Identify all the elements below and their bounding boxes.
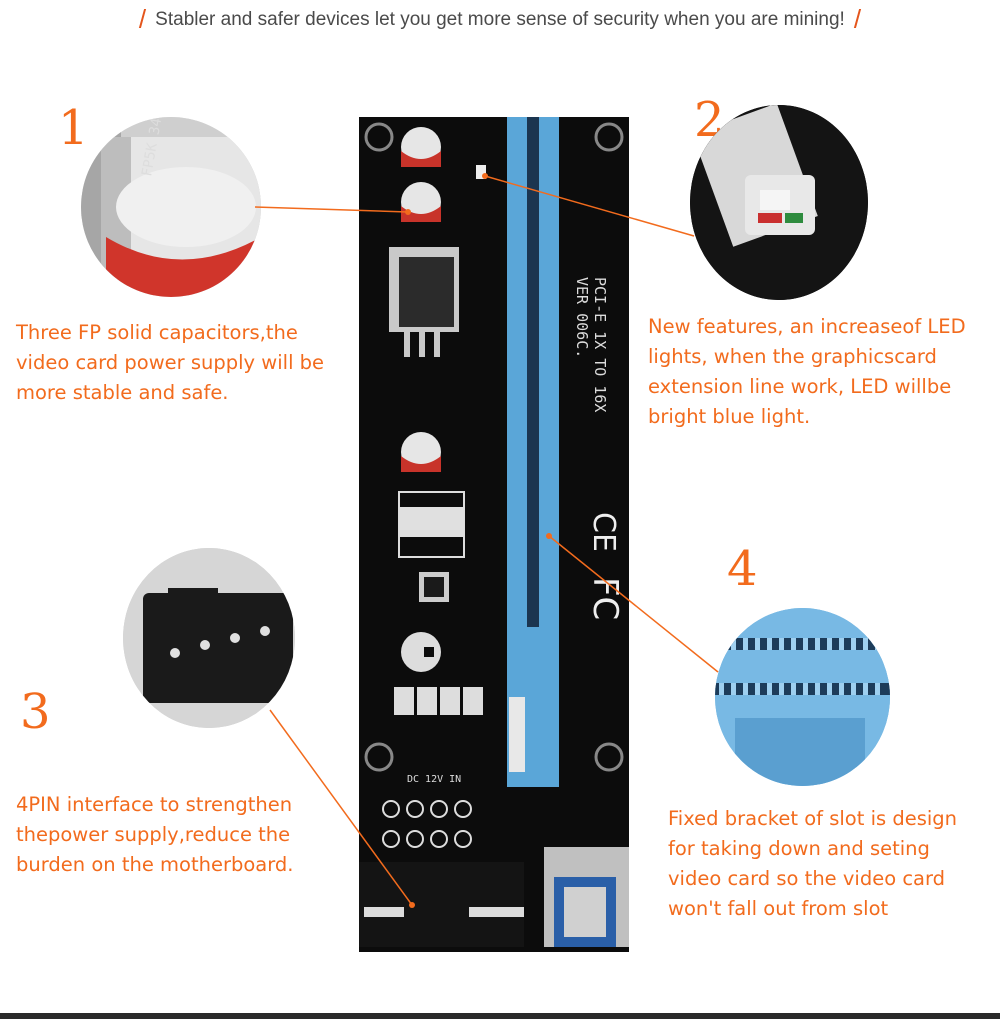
molex-zoom-image — [123, 548, 295, 728]
model-line2: VER 006C. — [573, 277, 591, 358]
dc-in-label: DC 12V IN — [407, 774, 461, 785]
slot-zoom-image — [715, 608, 890, 786]
footer-strip — [0, 1013, 1000, 1019]
tagline-text: Stabler and safer devices let you get mo… — [155, 9, 845, 30]
model-line1: PCI-E 1X TO 16X — [591, 277, 609, 412]
pcie-riser-board: DC 12V IN PCI-E 1X TO 16X VER 006C. CE F… — [359, 97, 629, 952]
caption-3: 4PIN interface to strengthen thepower su… — [16, 793, 294, 876]
caption-1: Three FP solid capacitors,the video card… — [16, 321, 325, 404]
callout-number-4: 4 — [727, 541, 758, 597]
slash-right: / — [853, 4, 862, 34]
svg-text:FC: FC — [585, 577, 625, 620]
callout-number-1: 1 — [58, 100, 89, 156]
caption-2: New features, an increaseof LED lights, … — [648, 315, 966, 428]
header-tagline: / Stabler and safer devices let you get … — [0, 0, 1000, 40]
led-zoom-image — [690, 105, 868, 300]
caption-4: Fixed bracket of slot is design for taki… — [668, 807, 958, 920]
callout-number-3: 3 — [20, 684, 51, 740]
svg-text:CE: CE — [586, 512, 621, 552]
slash-left: / — [138, 4, 147, 34]
